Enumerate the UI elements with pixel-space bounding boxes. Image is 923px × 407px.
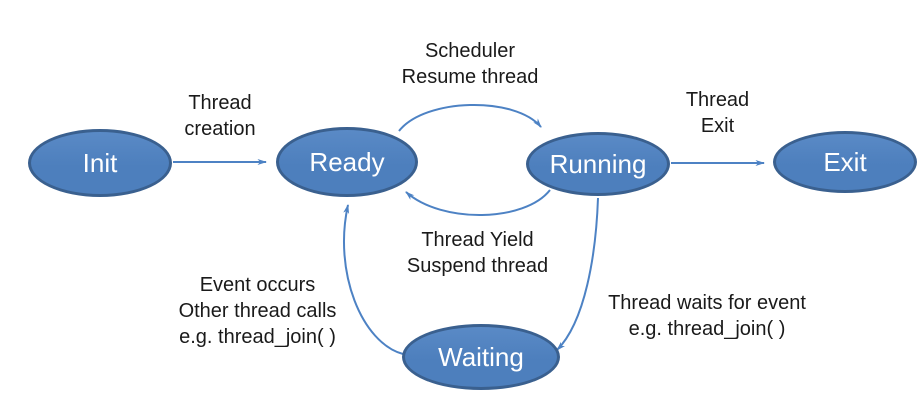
edge-label-line: Resume thread xyxy=(401,66,539,88)
edge-running-to-waiting xyxy=(556,197,599,351)
edge-ready-to-running xyxy=(398,104,542,132)
node-running: Running xyxy=(526,132,670,196)
node-exit-label: Exit xyxy=(823,146,867,177)
edge-label-thread-yield: Thread Yield Suspend thread xyxy=(375,227,580,279)
edge-running-to-ready xyxy=(405,189,551,216)
edge-label-line: Thread waits for event xyxy=(608,292,806,314)
node-running-label: Running xyxy=(549,148,647,179)
edge-label-line: Thread xyxy=(685,89,750,111)
node-init: Init xyxy=(28,129,172,197)
node-ready: Ready xyxy=(276,127,418,197)
edge-label-line: creation xyxy=(184,118,256,140)
node-ready-label: Ready xyxy=(309,146,385,177)
edge-label-line: Scheduler xyxy=(424,40,516,62)
edge-label-line: Thread xyxy=(188,92,252,114)
edge-waiting-to-ready xyxy=(343,204,404,355)
edge-label-thread-creation: Thread creation xyxy=(145,90,295,142)
edge-label-thread-exit: Thread Exit xyxy=(645,87,790,139)
edge-label-line: Event occurs xyxy=(199,274,316,296)
node-waiting-label: Waiting xyxy=(438,341,524,372)
edge-label-line: e.g. thread_join( ) xyxy=(179,326,336,348)
edge-label-thread-waits: Thread waits for event e.g. thread_join(… xyxy=(578,290,836,342)
edge-label-line: Exit xyxy=(700,115,735,137)
edge-label-event-occurs: Event occurs Other thread calls e.g. thr… xyxy=(140,272,375,350)
edge-label-line: Other thread calls xyxy=(178,300,337,322)
edge-label-line: Thread Yield xyxy=(421,229,534,251)
node-init-label: Init xyxy=(82,147,118,178)
edge-label-line: e.g. thread_join( ) xyxy=(628,318,786,340)
edge-label-line: Suspend thread xyxy=(406,255,549,277)
node-exit: Exit xyxy=(773,131,917,193)
edge-label-scheduler-resume: Scheduler Resume thread xyxy=(365,38,575,90)
node-waiting: Waiting xyxy=(402,324,560,390)
